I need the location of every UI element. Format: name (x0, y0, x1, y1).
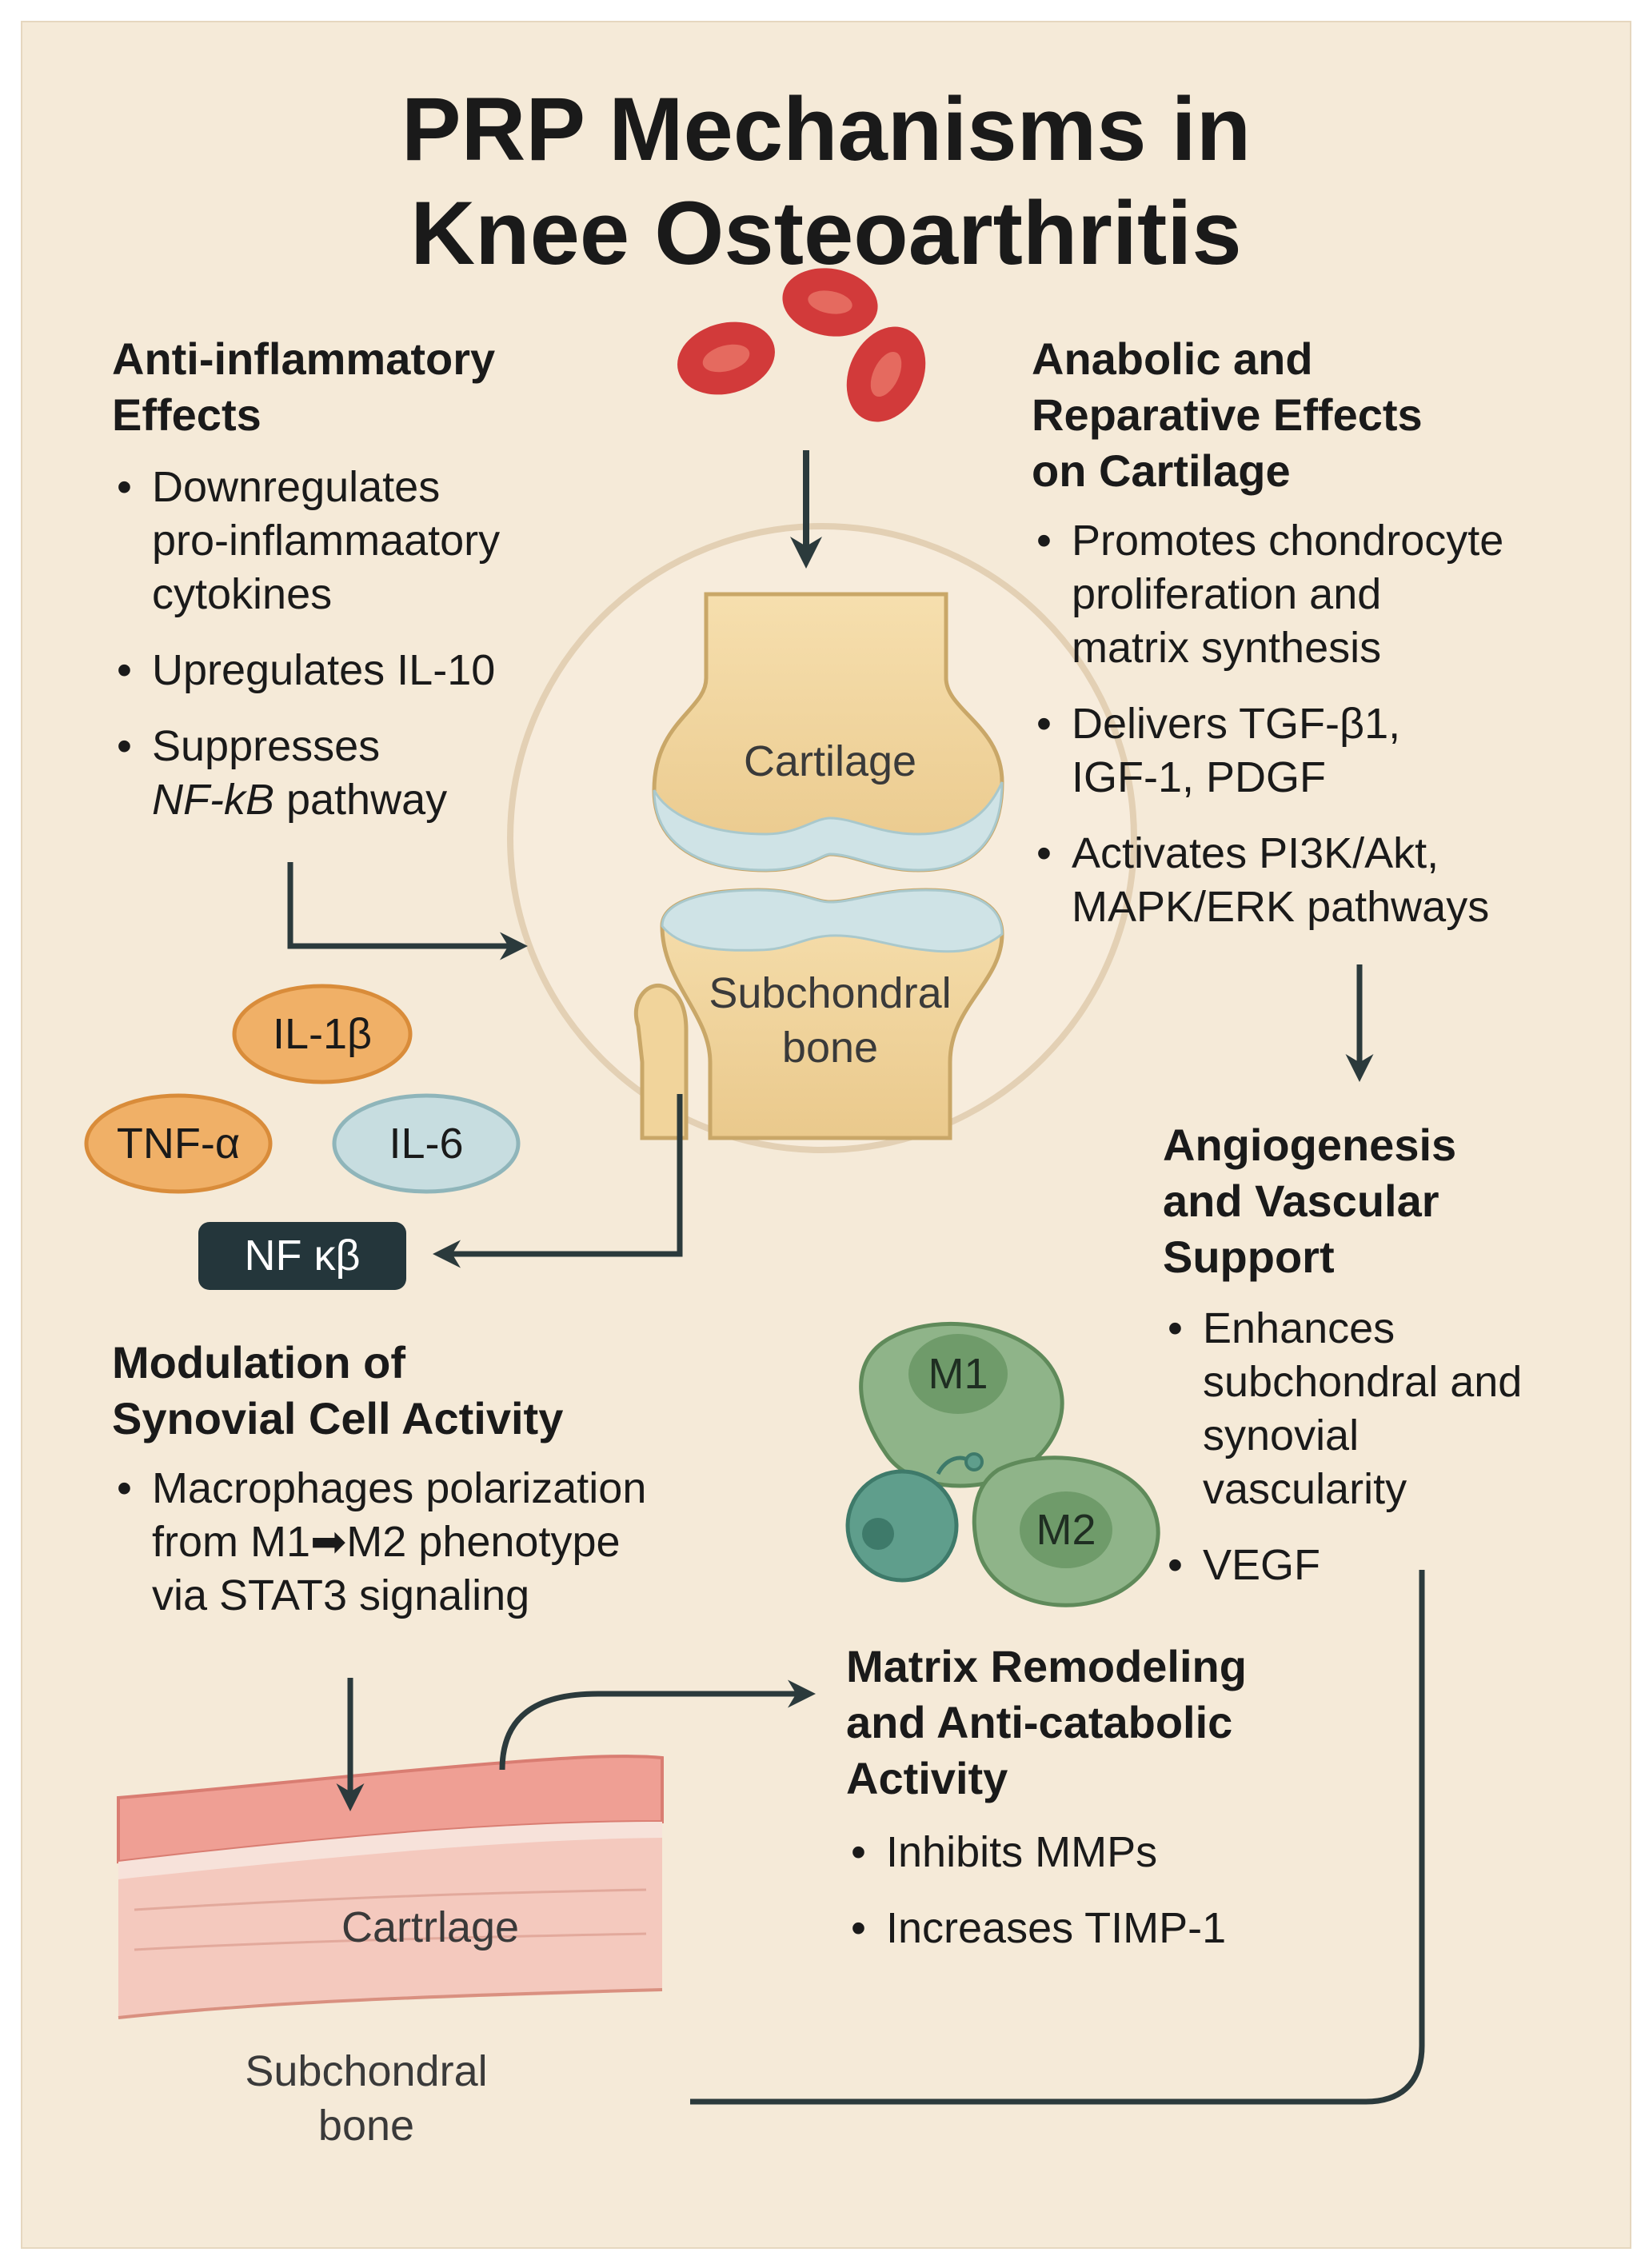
angiogenesis-bullet-2: VEGF (1163, 1539, 1522, 1592)
m1-macrophage-icon (859, 1322, 1064, 1488)
bullet-text: Suppresses (152, 722, 381, 770)
anabolic-bullet-2: Delivers TGF-β1, IGF-1, PDGF (1032, 697, 1503, 805)
bullet-text: matrix synthesis (1072, 624, 1382, 672)
page-title-line1: PRP Mechanisms in (401, 79, 1252, 179)
bullet-text: via STAT3 signaling (152, 1571, 530, 1619)
anabolic-heading-line3: on Cartilage (1032, 445, 1291, 496)
tnfa-cytokine (84, 1093, 273, 1194)
tissue-cartilage-label: Cartrlage (341, 1903, 520, 1951)
bullet-text: proliferation and (1072, 570, 1382, 618)
angiogenesis-heading-line3: Support (1163, 1232, 1335, 1282)
il6-label: IL-6 (389, 1120, 464, 1168)
bullet-text: M2 phenotype (346, 1518, 621, 1566)
bullet-text: Macrophages polarization (152, 1464, 647, 1512)
red-blood-cells-icon (677, 268, 926, 422)
synovial-bullets: Macrophages polarization from M1➡M2 phen… (112, 1462, 646, 1645)
monocyte-icon (845, 1452, 984, 1583)
bullet-text: pro-inflammaatory (152, 517, 501, 565)
knee-bone-label-line2: bone (781, 1024, 879, 1072)
m2-label: M2 (1036, 1506, 1096, 1554)
bullet-text: IGF-1, PDGF (1072, 753, 1327, 801)
anabolic-heading-line2: Reparative Effects (1032, 389, 1423, 440)
bullet-text: Increases TIMP-1 (886, 1904, 1227, 1952)
nfkb-label: NF κβ (244, 1232, 361, 1280)
anti-inflammatory-bullets: Downregulates pro-inflammaatory cytokine… (112, 461, 500, 849)
bullet-text: vascularity (1203, 1465, 1407, 1513)
il6-cytokine (332, 1093, 521, 1194)
anabolic-bullet-3: Activates PI3K/Akt, MAPK/ERK pathways (1032, 827, 1503, 934)
connector-angiogenesis-to-tissue (690, 1570, 1425, 2105)
arrow-joint-to-nfkb (433, 1094, 683, 1268)
synovial-heading-line2: Synovial Cell Activity (112, 1393, 564, 1443)
angiogenesis-bullets: Enhances subchondral and synovial vascul… (1163, 1302, 1522, 1615)
bullet-text: Delivers TGF-β1, (1072, 700, 1401, 748)
anti-inflammatory-heading-line2: Effects (112, 389, 262, 440)
matrix-bullet-2: Increases TIMP-1 (846, 1902, 1226, 1955)
bullet-text: Enhances (1203, 1304, 1395, 1352)
tissue-layers-icon (117, 1755, 664, 2019)
bullet-text: Promotes chondrocyte (1072, 517, 1504, 565)
bullet-text: cytokines (152, 570, 333, 618)
bullet-text: subchondral and (1203, 1358, 1523, 1406)
tissue-bone-label-line2: bone (317, 2102, 415, 2150)
m2-macrophage-icon (972, 1455, 1160, 1607)
bullet-text: from M1 (152, 1518, 311, 1566)
femur-icon (652, 592, 1004, 872)
infographic-frame: PRP Mechanisms in Knee Osteoarthritis An… (21, 21, 1631, 2249)
anabolic-bullets: Promotes chondrocyte proliferation and m… (1032, 514, 1503, 956)
diagram-graphics (84, 268, 1425, 2105)
matrix-heading-line3: Activity (846, 1753, 1008, 1803)
arrow-tissue-to-matrix (499, 1679, 816, 1771)
nfkb-box (198, 1222, 406, 1290)
anti-inflammatory-bullet-2: Upregulates IL-10 (112, 644, 500, 697)
tissue-bone-label-line1: Subchondral (245, 2047, 488, 2095)
bullet-text: pathway (274, 776, 448, 824)
arrow-anti-inflammatory-to-joint (287, 862, 528, 960)
anabolic-bullet-1: Promotes chondrocyte proliferation and m… (1032, 514, 1503, 675)
bullet-text: VEGF (1203, 1541, 1321, 1589)
il1b-label: IL-1β (272, 1010, 373, 1058)
bullet-text: Upregulates IL-10 (152, 646, 496, 694)
bullet-text: Downregulates (152, 463, 441, 511)
matrix-bullet-1: Inhibits MMPs (846, 1826, 1226, 1879)
matrix-heading-line1: Matrix Remodeling (846, 1641, 1247, 1691)
anti-inflammatory-heading-line1: Anti-inflammatory (112, 333, 496, 384)
page-title-line2: Knee Osteoarthritis (410, 183, 1242, 283)
synovial-bullet-1: Macrophages polarization from M1➡M2 phen… (112, 1462, 646, 1623)
bullet-text: synovial (1203, 1412, 1360, 1459)
matrix-bullets: Inhibits MMPs Increases TIMP-1 (846, 1826, 1226, 1978)
bullet-text: Inhibits MMPs (886, 1828, 1158, 1876)
il1b-cytokine (232, 984, 413, 1084)
angiogenesis-heading-line2: and Vascular (1163, 1176, 1439, 1226)
bullet-text: Activates PI3K/Akt, (1072, 829, 1439, 877)
synovial-heading-line1: Modulation of (112, 1337, 406, 1388)
knee-cartilage-label: Cartilage (743, 737, 917, 785)
tnfa-label: TNF-α (116, 1120, 241, 1168)
tibia-icon (633, 888, 1004, 1140)
anti-inflammatory-bullet-1: Downregulates pro-inflammaatory cytokine… (112, 461, 500, 621)
angiogenesis-heading-line1: Angiogenesis (1163, 1120, 1457, 1170)
knee-bone-label-line1: Subchondral (709, 969, 952, 1017)
matrix-heading-line2: and Anti-catabolic (846, 1697, 1233, 1747)
nfkb-italic-text: NF-kB (152, 776, 274, 824)
angiogenesis-bullet-1: Enhances subchondral and synovial vascul… (1163, 1302, 1522, 1516)
anti-inflammatory-bullet-3: Suppresses NF-kB pathway (112, 720, 500, 827)
bullet-text: MAPK/ERK pathways (1072, 883, 1490, 931)
right-arrow-icon: ➡ (310, 1518, 347, 1566)
m1-label: M1 (928, 1350, 988, 1398)
anabolic-heading-line1: Anabolic and (1032, 333, 1313, 384)
